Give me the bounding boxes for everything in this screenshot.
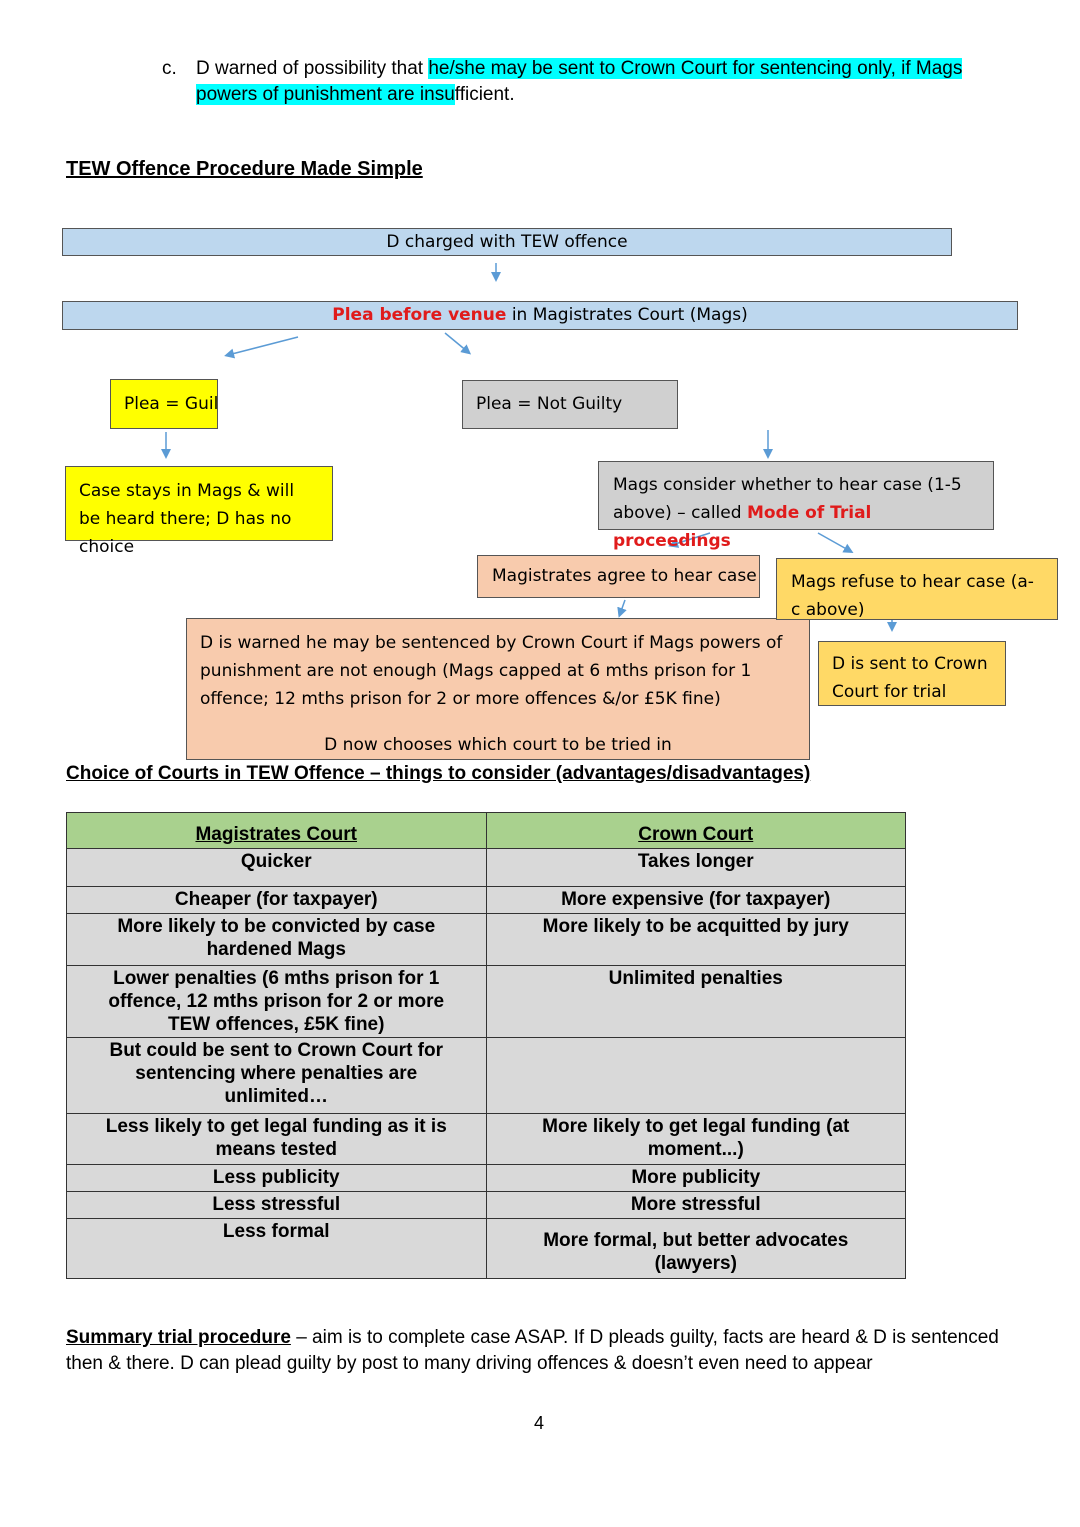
page-number: 4: [534, 1413, 545, 1433]
table-row: Less formal More formal, but better advo…: [66, 1218, 906, 1279]
table-cell: More publicity: [485, 1164, 906, 1192]
table-cell: More expensive (for taxpayer): [485, 886, 906, 914]
intro-text-end: fficient.: [454, 84, 515, 105]
box-magistrates-agree: Magistrates agree to hear case: [477, 555, 760, 598]
table-cell: More likely to be acquitted by jury: [485, 913, 906, 966]
box-plea-guilty: Plea = Guilty: [110, 379, 218, 429]
table-cell: Less stressful: [66, 1191, 487, 1219]
courts-table: Magistrates Court Crown Court Quicker Ta…: [66, 812, 906, 1279]
warned-text: D is warned he may be sentenced by Crown…: [200, 633, 783, 709]
table-cell: Quicker: [66, 848, 487, 887]
table-cell: But could be sent to Crown Court for sen…: [66, 1037, 487, 1114]
box-mode-of-trial: Mags consider whether to hear case (1-5 …: [598, 461, 994, 551]
box-d-warned: D is warned he may be sentenced by Crown…: [186, 618, 810, 760]
table-cell: More likely to get legal funding (at mom…: [485, 1113, 906, 1165]
list-marker: c.: [162, 58, 177, 79]
table-cell: [485, 1037, 906, 1114]
mode-of-trial-text: Mags consider whether to hear case (1-5 …: [613, 475, 962, 523]
summary-heading: Summary trial procedure: [66, 1327, 291, 1348]
plea-before-venue-label: Plea before venue: [332, 305, 507, 325]
table-row: Less publicity More publicity: [66, 1164, 906, 1192]
arrow-plea-to-guilty: [224, 336, 299, 359]
box-plea-before-venue: Plea before venue in Magistrates Court (…: [62, 301, 1018, 330]
table-cell: Less publicity: [66, 1164, 487, 1192]
mode-of-trial-label: Mode of Trial proceedings: [613, 503, 872, 551]
choice-title: Choice of Courts in TEW Offence – things…: [66, 763, 811, 784]
table-cell: Unlimited penalties: [485, 965, 906, 1038]
table-row: Quicker Takes longer: [66, 848, 906, 887]
header-magistrates: Magistrates Court: [66, 812, 487, 849]
table-cell: More likely to be convicted by case hard…: [66, 913, 487, 966]
box-sent-to-crown: D is sent to Crown Court for trial: [818, 641, 1006, 706]
table-row: Less stressful More stressful: [66, 1191, 906, 1219]
chooses-text: D now chooses which court to be tried in: [324, 735, 672, 755]
table-cell: Cheaper (for taxpayer): [66, 886, 487, 914]
table-cell: Takes longer: [485, 848, 906, 887]
intro-text: D warned of possibility that: [196, 58, 429, 79]
plea-before-venue-text: in Magistrates Court (Mags): [506, 305, 748, 325]
table-row: Less likely to get legal funding as it i…: [66, 1113, 906, 1165]
arrow-agree-to-warned: [617, 599, 627, 618]
arrow-plea-to-not-guilty: [444, 332, 472, 355]
summary-text: – aim is to complete case ASAP. If D ple…: [66, 1327, 999, 1374]
arrow-consider-to-refuse: [817, 532, 854, 553]
table-row: But could be sent to Crown Court for sen…: [66, 1037, 906, 1114]
box-mags-refuse: Mags refuse to hear case (a-c above): [776, 558, 1058, 620]
flow-title: TEW Offence Procedure Made Simple: [66, 158, 423, 180]
box-case-stays: Case stays in Mags & will be heard there…: [65, 466, 333, 557]
table-cell: Lower penalties (6 mths prison for 1 off…: [66, 965, 487, 1038]
table-cell: More stressful: [485, 1191, 906, 1219]
table-header-row: Magistrates Court Crown Court: [66, 812, 906, 849]
box-plea-not-guilty: Plea = Not Guilty: [462, 380, 678, 429]
box-charged: D charged with TEW offence: [62, 228, 952, 256]
header-crown: Crown Court: [485, 812, 906, 849]
table-cell: Less likely to get legal funding as it i…: [66, 1113, 487, 1165]
table-cell: More formal, but better advocates (lawye…: [485, 1218, 906, 1279]
table-cell: Less formal: [66, 1218, 487, 1279]
table-row: Cheaper (for taxpayer) More expensive (f…: [66, 886, 906, 914]
intro-paragraph: D warned of possibility that he/she may …: [196, 56, 1016, 108]
table-row: Lower penalties (6 mths prison for 1 off…: [66, 965, 906, 1038]
table-row: More likely to be convicted by case hard…: [66, 913, 906, 966]
summary-paragraph: Summary trial procedure – aim is to comp…: [66, 1325, 1026, 1377]
